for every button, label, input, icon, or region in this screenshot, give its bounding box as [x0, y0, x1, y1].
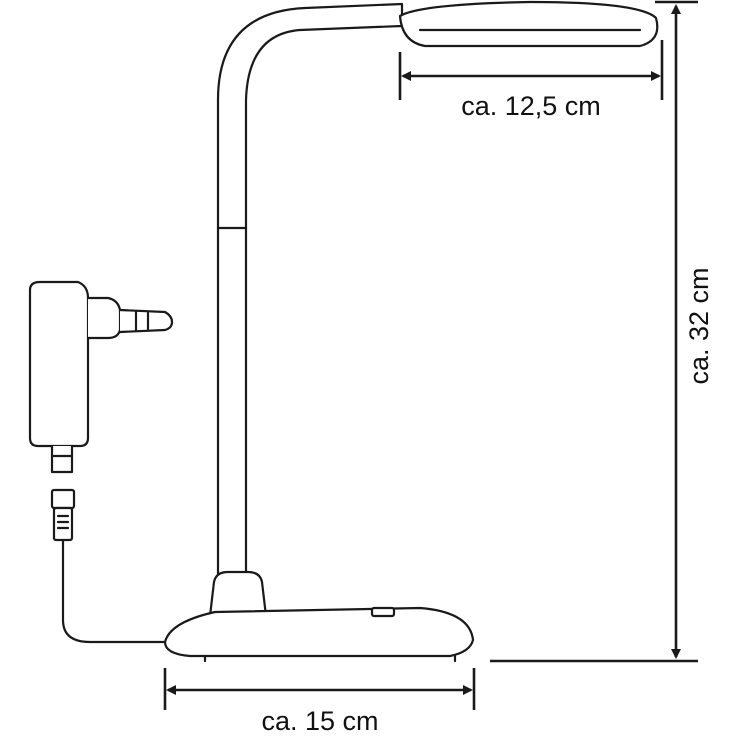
power-adapter: [28, 280, 174, 474]
gooseneck-arm: [216, 2, 404, 577]
power-cable: [61, 538, 172, 644]
plug-connector: [50, 488, 76, 542]
height-label: ca. 32 cm: [684, 267, 714, 384]
head-width-label: ca. 12,5 cm: [461, 91, 601, 121]
lamp-base: [163, 570, 475, 663]
lamp-head: [398, 0, 659, 48]
base-width-label: ca. 15 cm: [261, 706, 378, 736]
